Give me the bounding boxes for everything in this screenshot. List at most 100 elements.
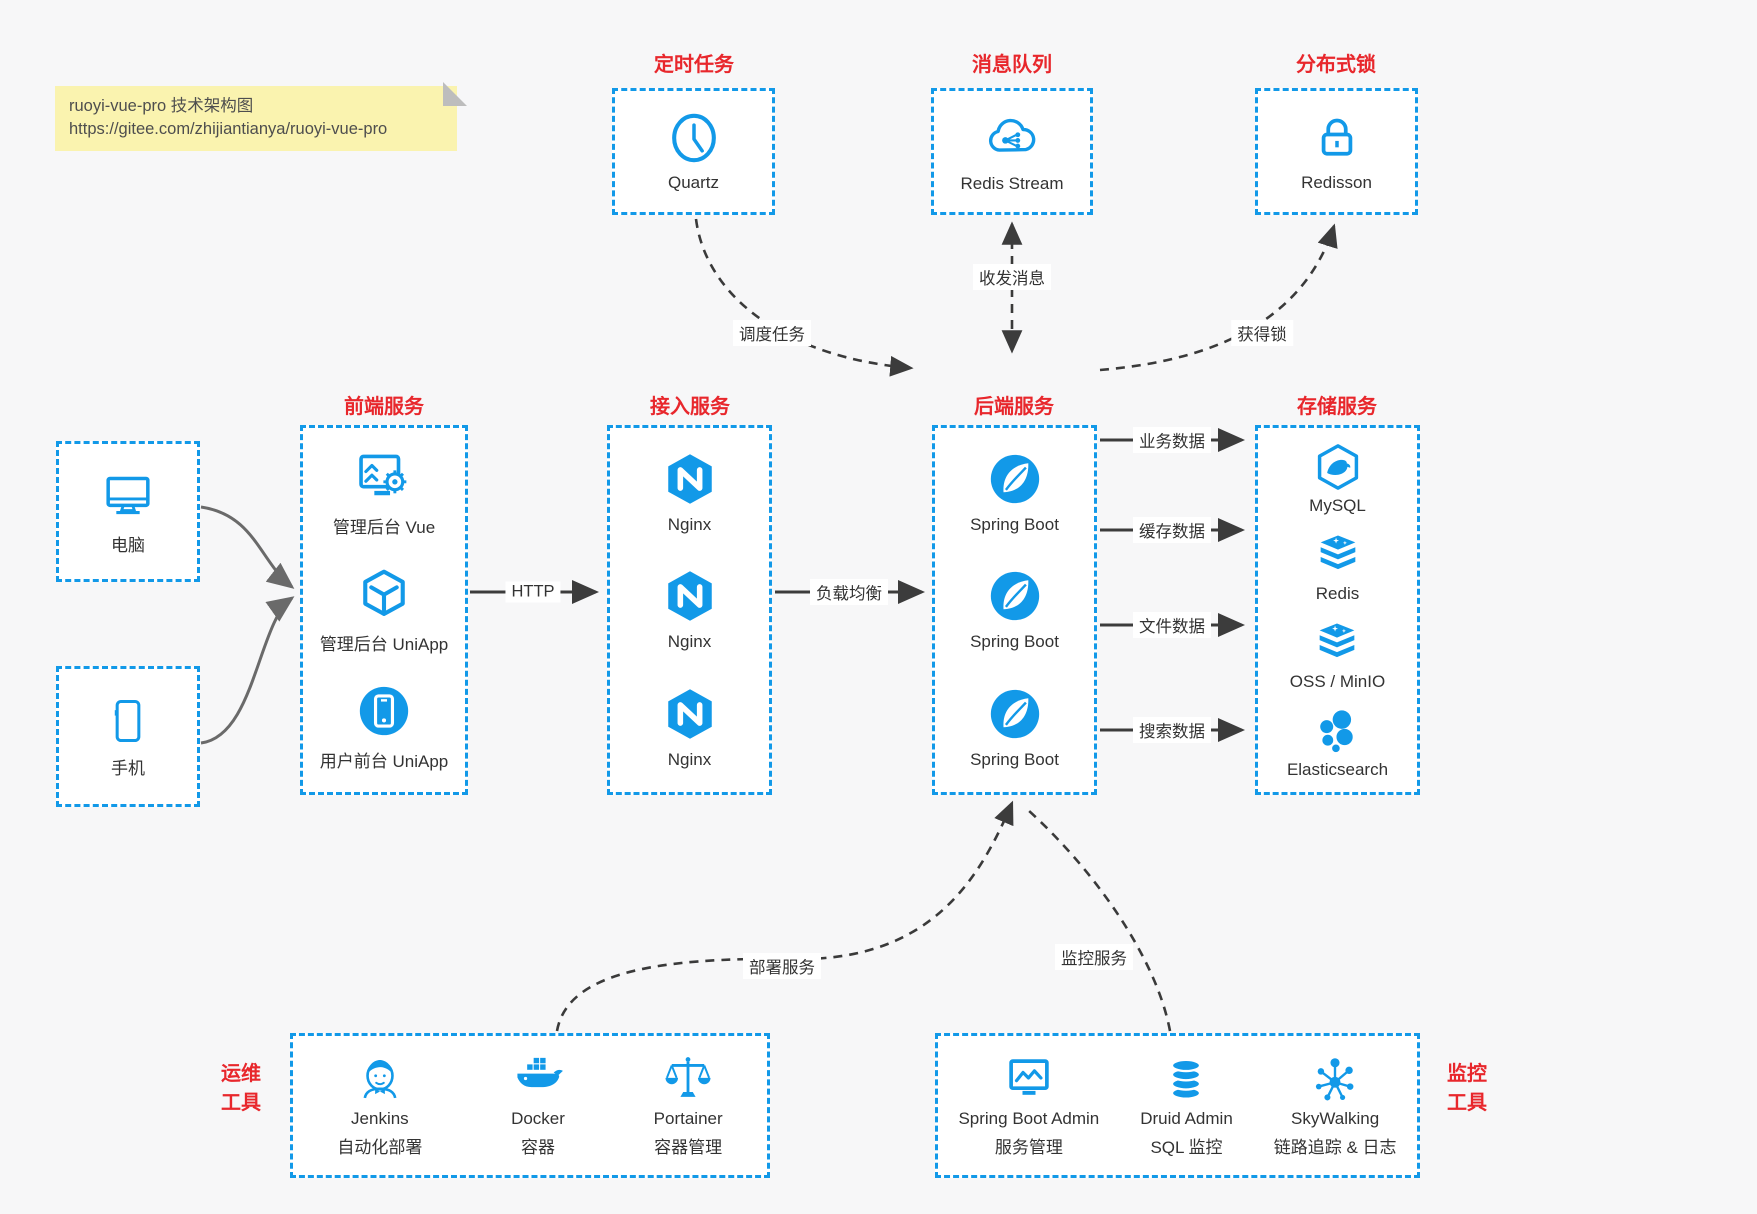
node-portainer: Portainer 容器管理	[654, 1053, 723, 1158]
node-pc: 电脑	[100, 468, 156, 556]
node-druid-admin: Druid Admin SQL 监控	[1140, 1053, 1233, 1158]
node-sublabel: SQL 监控	[1150, 1138, 1223, 1157]
node-label: Spring Boot	[970, 515, 1059, 535]
edge-deploy-service	[555, 800, 1014, 1032]
edge-label-search-data: 搜索数据	[1133, 717, 1211, 743]
node-label: 用户前台 UniApp	[319, 752, 449, 772]
admin-vue-icon	[355, 448, 413, 506]
node-elasticsearch: Elasticsearch	[1287, 705, 1388, 780]
node-sublabel: 容器管理	[654, 1138, 723, 1157]
note-url: https://gitee.com/zhijiantianya/ruoyi-vu…	[69, 120, 388, 138]
node-label: Redis	[1315, 583, 1360, 603]
node-label: Docker	[511, 1109, 565, 1128]
storage-box: MySQL Redis OSS / MinIO Elasticsearch	[1255, 425, 1420, 795]
node-jenkins: Jenkins 自动化部署	[337, 1053, 422, 1158]
edge-mobile-to-frontend	[200, 596, 295, 745]
clock-icon	[666, 110, 722, 166]
gateway-box: Nginx Nginx Nginx	[607, 425, 772, 795]
frontend-box: 管理后台 Vue 管理后台 UniApp 用户前台 UniApp	[300, 425, 468, 795]
node-label: Redisson	[1301, 173, 1372, 192]
edge-acquire-lock	[1099, 223, 1338, 372]
node-springboot-3: Spring Boot	[970, 685, 1059, 770]
column-title-gateway: 接入服务	[650, 396, 730, 418]
computer-icon	[100, 468, 156, 524]
node-nginx-2: Nginx	[661, 567, 719, 652]
nginx-icon	[661, 567, 719, 625]
node-springboot-1: Spring Boot	[970, 450, 1059, 535]
node-label: Spring Boot Admin	[958, 1109, 1100, 1128]
edge-label-http: HTTP	[505, 581, 561, 603]
note-fold-corner	[443, 82, 467, 106]
nginx-icon	[661, 450, 719, 508]
node-mysql: MySQL	[1309, 441, 1366, 516]
node-spring-boot-admin: Spring Boot Admin 服务管理	[958, 1053, 1099, 1158]
node-admin-uniapp: 管理后台 UniApp	[320, 565, 448, 655]
node-label: 管理后台 UniApp	[319, 634, 449, 654]
node-label: Nginx	[667, 515, 712, 535]
spring-boot-icon	[986, 567, 1044, 625]
node-label: Quartz	[667, 173, 720, 192]
quartz-box: Quartz	[612, 88, 775, 215]
spring-boot-admin-icon	[1003, 1053, 1055, 1105]
group-title-ops-tools: 运维 工具	[221, 1063, 261, 1114]
node-sublabel: 链路追踪 & 日志	[1273, 1138, 1397, 1157]
pc-client-box: 电脑	[56, 441, 200, 582]
monitor-tools-box: Spring Boot Admin 服务管理 Druid Admin SQL 监…	[935, 1033, 1420, 1178]
node-label: Druid Admin	[1140, 1109, 1233, 1128]
user-app-icon	[355, 682, 413, 740]
redis-icon	[1311, 617, 1363, 669]
mysql-icon	[1312, 441, 1364, 493]
edge-pc-to-frontend	[200, 505, 295, 589]
uniapp-cube-icon	[355, 565, 413, 623]
docker-icon	[512, 1053, 564, 1105]
node-label: Redis Stream	[960, 174, 1064, 193]
node-quartz: Quartz	[666, 110, 722, 193]
node-label: Nginx	[667, 749, 712, 769]
spring-boot-icon	[986, 450, 1044, 508]
column-title-storage: 存储服务	[1297, 396, 1377, 418]
node-sublabel: 服务管理	[994, 1138, 1063, 1157]
node-redis: Redis	[1312, 529, 1364, 604]
elasticsearch-icon	[1311, 705, 1363, 757]
edge-label-load-balance: 负载均衡	[810, 579, 888, 605]
redis-icon	[1312, 529, 1364, 581]
node-springboot-2: Spring Boot	[970, 567, 1059, 652]
column-title-backend: 后端服务	[974, 396, 1054, 418]
edge-label-acquire-lock: 获得锁	[1231, 320, 1293, 346]
nginx-icon	[661, 685, 719, 743]
node-label: Spring Boot	[970, 632, 1059, 652]
node-mobile: 手机	[102, 695, 154, 779]
node-oss-minio: OSS / MinIO	[1290, 617, 1385, 692]
skywalking-icon	[1309, 1053, 1361, 1105]
redis-stream-box: Redis Stream	[931, 88, 1093, 215]
node-user-uniapp: 用户前台 UniApp	[320, 682, 448, 772]
node-docker: Docker 容器	[511, 1053, 565, 1158]
edge-label-business-data: 业务数据	[1133, 427, 1211, 453]
edge-label-cache-data: 缓存数据	[1133, 517, 1211, 543]
edge-label-schedule-task: 调度任务	[733, 320, 811, 346]
backend-box: Spring Boot Spring Boot Spring Boot	[932, 425, 1097, 795]
edge-label-deploy-service: 部署服务	[743, 953, 821, 979]
redisson-box: Redisson	[1255, 88, 1418, 215]
edge-monitor-service	[1027, 809, 1172, 1032]
ops-tools-box: Jenkins 自动化部署 Docker 容器 Portainer 容器管理	[290, 1033, 770, 1178]
column-title-frontend: 前端服务	[344, 396, 424, 418]
spring-boot-icon	[986, 685, 1044, 743]
node-label: Nginx	[667, 632, 712, 652]
group-title-distributed-lock: 分布式锁	[1296, 54, 1376, 76]
druid-icon	[1160, 1053, 1212, 1105]
node-sublabel: 容器	[521, 1138, 555, 1157]
node-redisson: Redisson	[1301, 110, 1372, 193]
cloud-share-icon	[983, 109, 1041, 167]
note-title: ruoyi-vue-pro 技术架构图	[69, 97, 254, 115]
edge-label-file-data: 文件数据	[1133, 612, 1211, 638]
node-label: OSS / MinIO	[1289, 671, 1386, 691]
node-admin-vue: 管理后台 Vue	[333, 448, 435, 538]
node-label: 管理后台 Vue	[332, 517, 436, 537]
node-label: Jenkins	[351, 1109, 409, 1128]
group-title-monitor-tools: 监控 工具	[1447, 1063, 1487, 1114]
node-skywalking: SkyWalking 链路追踪 & 日志	[1274, 1053, 1397, 1158]
node-label: 手机	[111, 758, 145, 778]
edge-label-monitor-service: 监控服务	[1055, 944, 1133, 970]
